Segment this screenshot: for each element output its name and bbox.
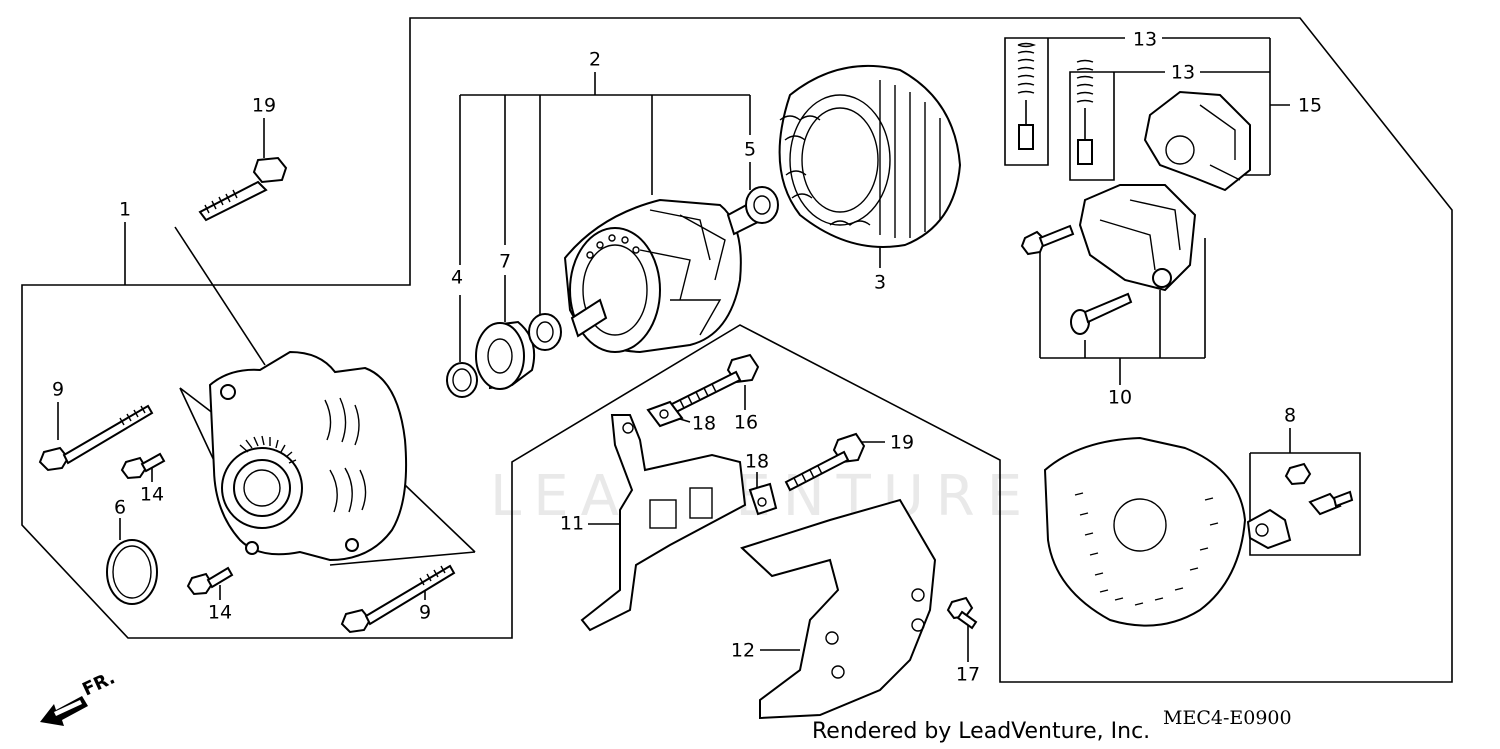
bolt-19-right — [784, 432, 866, 492]
bearing-7 — [475, 320, 536, 390]
rear-end-housing — [1043, 436, 1247, 627]
washer-18-lower — [748, 482, 778, 516]
callout-13-lower: 13 — [1171, 62, 1195, 84]
regulator-10 — [1020, 184, 1197, 335]
bearing-4 — [446, 362, 478, 398]
callout-7: 7 — [499, 251, 511, 273]
callout-labels: 1 2 3 4 5 6 7 8 9 9 10 11 12 13 13 14 14… — [52, 29, 1322, 686]
bolt-9-upper — [38, 404, 154, 472]
terminal-kit-8 — [1246, 462, 1354, 550]
assembly-frame-lines — [21, 17, 1453, 683]
bolt-19-top — [198, 156, 288, 222]
callout-2: 2 — [589, 49, 601, 71]
callout-8: 8 — [1284, 405, 1296, 427]
callout-17: 17 — [956, 664, 980, 686]
screw-14-lower — [186, 566, 234, 596]
callout-13-upper: 13 — [1133, 29, 1157, 51]
cover-12 — [740, 498, 937, 720]
washer-18-upper — [646, 400, 684, 428]
callout-14-upper: 14 — [140, 484, 164, 506]
brush-13-right — [1069, 59, 1115, 181]
spacer-ring — [528, 313, 562, 351]
callout-11: 11 — [560, 513, 584, 535]
o-ring-6 — [106, 539, 158, 605]
screw-17 — [946, 596, 978, 630]
stator-3 — [778, 64, 962, 248]
bolt-9-lower — [340, 564, 456, 634]
callout-19-right: 19 — [890, 432, 914, 454]
callout-5: 5 — [744, 139, 756, 161]
callout-14-lower: 14 — [208, 602, 232, 624]
bracket-11 — [580, 414, 747, 632]
brush-holder-15 — [1143, 90, 1251, 192]
front-direction-arrow-icon: FR. — [40, 667, 118, 726]
callout-12: 12 — [731, 640, 755, 662]
callout-15: 15 — [1298, 95, 1322, 117]
drive-end-housing — [208, 350, 408, 562]
callout-18-upper: 18 — [692, 413, 716, 435]
callout-6: 6 — [114, 497, 126, 519]
callout-4: 4 — [451, 267, 463, 289]
render-credit: Rendered by LeadVenture, Inc. — [812, 719, 1150, 744]
front-direction-label: FR. — [79, 667, 118, 700]
brush-13-left — [1004, 37, 1049, 166]
callout-9-lower: 9 — [419, 602, 431, 624]
callout-19-upper: 19 — [252, 95, 276, 117]
callout-16: 16 — [734, 412, 758, 434]
callout-9-upper: 9 — [52, 379, 64, 401]
callout-10: 10 — [1108, 387, 1132, 409]
callout-18-lower: 18 — [745, 451, 769, 473]
callout-1: 1 — [119, 199, 131, 221]
callout-3: 3 — [874, 272, 886, 294]
rotor-2 — [563, 198, 760, 354]
bearing-5 — [745, 186, 779, 224]
screw-14-upper — [120, 452, 166, 480]
diagram-code: MEC4-E0900 — [1163, 707, 1292, 729]
